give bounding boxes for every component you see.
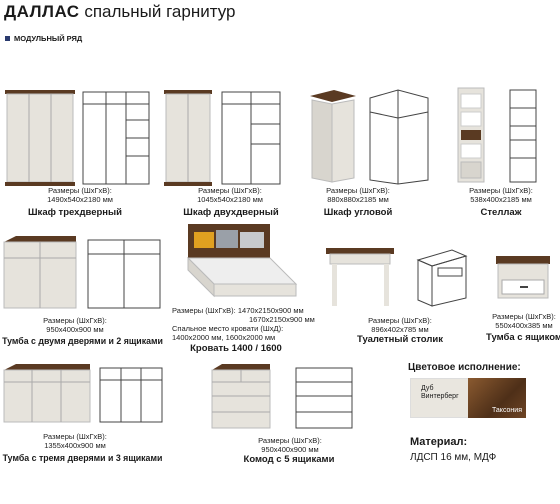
wardrobe-3door-photo [5, 90, 75, 186]
section-label: МОДУЛЬНЫЙ РЯД [5, 34, 82, 43]
swatch-taxonia: Таксония [468, 378, 526, 418]
colors-title: Цветовое исполнение: [408, 362, 521, 373]
dressing-table-photo [326, 248, 394, 306]
wardrobe-3door-illustration [5, 90, 150, 186]
material-title: Материал: [410, 436, 468, 448]
chest-5drawers-drawing [295, 367, 353, 429]
product-name: Шкаф трехдверный [28, 207, 122, 218]
wardrobe-2door-drawing [221, 91, 281, 185]
product-name: Шкаф двухдверный [183, 207, 279, 218]
shelving-photo [457, 87, 485, 183]
product-name: Кровать 1400 / 1600 [190, 343, 282, 354]
collection-name: спальный гарнитур [84, 2, 236, 21]
wardrobe-3door-drawing [82, 91, 150, 185]
product-dims: Размеры (ШхГхВ):1490х540х2180 мм [47, 186, 113, 204]
product-name: Туалетный столик [357, 334, 443, 345]
corner-wardrobe-photo [310, 90, 356, 183]
page-title: ДАЛЛАС спальный гарнитур [4, 2, 235, 22]
chest-5drawers-photo [211, 364, 271, 429]
bed-illustration [186, 224, 298, 298]
bedside-drawer-illustration [496, 256, 550, 299]
cabinet-2door-photo [3, 236, 77, 309]
wardrobe-2door-illustration [164, 90, 281, 186]
product-dims: Размеры (ШхГхВ):1045х540х2180 мм [197, 186, 263, 204]
product-dims: Размеры (ШхГхВ):950х400х900 мм [258, 436, 322, 454]
swatch-winterberg-oak: Дуб Винтерберг [410, 378, 470, 418]
shelving-illustration [457, 87, 537, 183]
product-dims: Размеры (ШхГхВ):538х400х2185 мм [469, 186, 533, 204]
brand-name: ДАЛЛАС [4, 2, 80, 21]
material-value: ЛДСП 16 мм, МДФ [410, 452, 497, 463]
product-dims: Размеры (ШхГхВ):950х400х900 мм [43, 316, 107, 334]
corner-wardrobe-illustration [310, 89, 429, 185]
product-dims: Размеры (ШхГхВ):550х400х385 мм [492, 312, 556, 330]
square-bullet-icon [5, 36, 10, 41]
product-name: Шкаф угловой [323, 207, 393, 218]
corner-wardrobe-drawing [369, 89, 429, 185]
cabinet-3door-illustration [3, 364, 163, 423]
cabinet-2door-illustration [3, 236, 161, 309]
product-name: Тумба с двумя дверями и 2 ящиками [2, 336, 163, 346]
product-name: Комод с 5 ящиками [243, 454, 335, 465]
cabinet-3door-photo [3, 364, 91, 423]
cabinet-2door-drawing [87, 239, 161, 309]
product-name: Тумба с ящиком [486, 332, 560, 343]
dressing-table-illustration [326, 248, 468, 307]
product-name: Тумба с тремя дверями и 3 ящиками [2, 453, 163, 463]
product-dims: Размеры (ШхГхВ):896х402х785 мм [368, 316, 432, 334]
product-dims: Размеры (ШхГхВ):880х880х2185 мм [326, 186, 390, 204]
chest-5drawers-illustration [211, 364, 353, 429]
dressing-table-drawing [416, 249, 468, 307]
bed-dims: Размеры (ШхГхВ): 1470х2150х900 мм 1670х2… [172, 306, 315, 342]
product-dims: Размеры (ШхГхВ):1355х400х900 мм [43, 432, 107, 450]
wardrobe-2door-photo [164, 90, 212, 186]
shelving-drawing [509, 89, 537, 183]
product-name: Стеллаж [480, 207, 522, 218]
cabinet-3door-drawing [99, 367, 163, 423]
